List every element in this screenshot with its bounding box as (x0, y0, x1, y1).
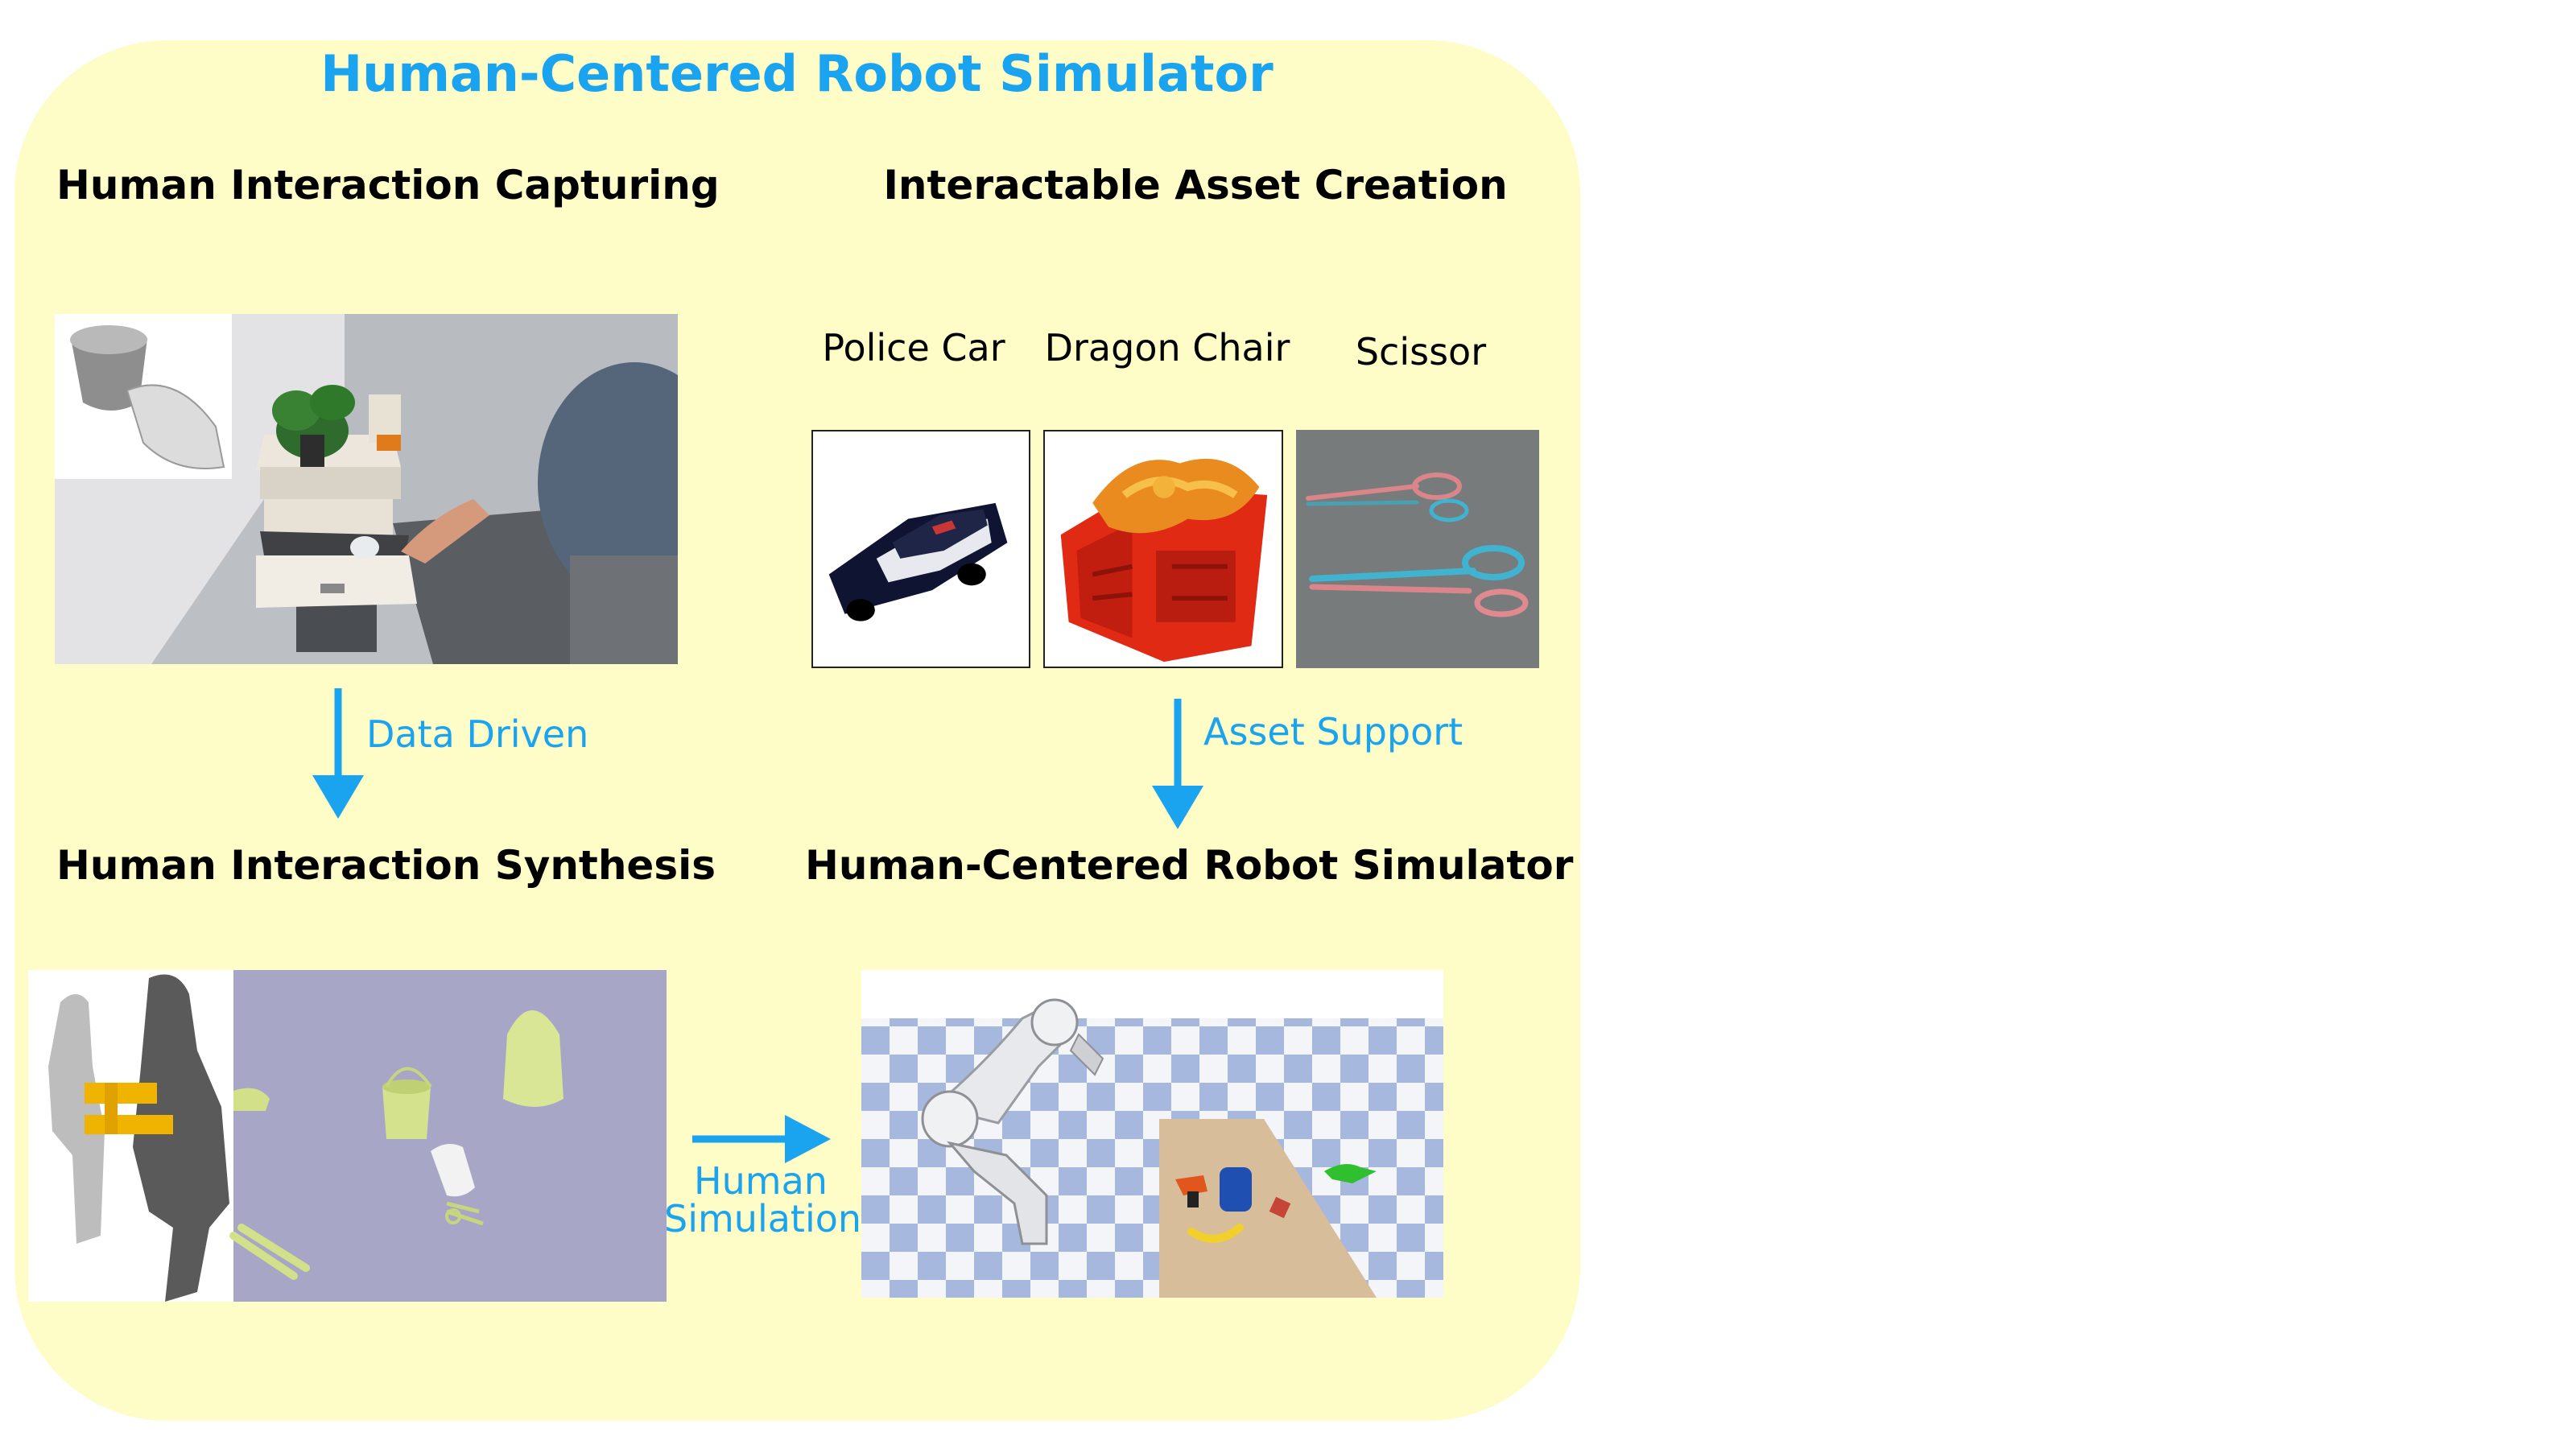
simulator-render (861, 970, 1443, 1298)
dragon-chair-image (1043, 430, 1283, 668)
label-human-simulation-line2: Simulation (664, 1197, 862, 1241)
police-car-image (811, 430, 1030, 668)
scissor-image (1296, 430, 1539, 668)
label-data-driven: Data Driven (366, 712, 589, 756)
page-title: Human-Centered Robot Simulator (320, 44, 1274, 103)
section-title-simulator: Human-Centered Robot Simulator (805, 842, 1574, 889)
capture-photo (55, 314, 678, 664)
asset-label-scissor: Scissor (1355, 330, 1487, 374)
section-title-capture: Human Interaction Capturing (56, 162, 720, 208)
asset-label-police-car: Police Car (822, 326, 1005, 369)
label-asset-support: Asset Support (1203, 710, 1463, 753)
arrow-down-asset-support (1152, 699, 1203, 829)
arrow-down-data-driven (312, 688, 364, 819)
synthesis-render (28, 970, 667, 1302)
arrow-right-human-simulation (692, 1115, 831, 1163)
section-title-synthesis: Human Interaction Synthesis (56, 842, 716, 889)
asset-label-dragon-chair: Dragon Chair (1044, 326, 1290, 369)
section-title-assets: Interactable Asset Creation (883, 162, 1508, 208)
label-human-simulation-line1: Human (694, 1159, 828, 1203)
